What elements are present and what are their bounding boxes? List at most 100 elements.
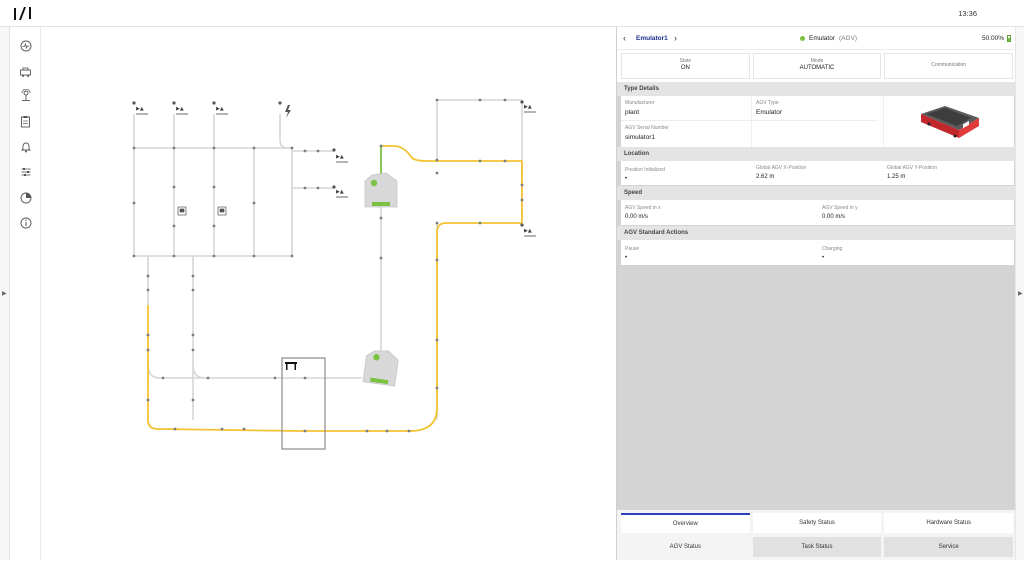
battery-level: 50.00% [982, 35, 1011, 42]
mode-label: Mode [810, 58, 824, 64]
panel-header: ‹ Emulator1 › Emulator (AGV) 50.00% [617, 27, 1017, 50]
speed-section: AGV Speed in x 0.00 m/s AGV Speed in y 0… [621, 200, 1014, 225]
manufacturer-label: Manufacturer [625, 100, 655, 106]
activity-icon[interactable] [19, 39, 32, 52]
agv-name: Emulator1 [636, 35, 668, 42]
gate-icon [285, 362, 297, 370]
agv-detail-panel: ‹ Emulator1 › Emulator (AGV) 50.00% Stat… [616, 27, 1017, 560]
charging-field: Charging • [822, 246, 842, 261]
pause-field: Pause • [625, 246, 639, 261]
robot-station-icon [177, 206, 227, 216]
info-icon[interactable] [19, 216, 32, 229]
svg-text:▶▲: ▶▲ [136, 106, 144, 112]
pause-label: Pause [625, 246, 640, 252]
mode-cell: Mode AUTOMATIC [752, 53, 882, 79]
agv-type-value: Emulator [756, 109, 783, 116]
tab-service[interactable]: Service [884, 537, 1014, 557]
x-position-label: Global AGV X-Position [756, 165, 807, 171]
manufacturer-field: Manufacturer plant [625, 100, 654, 116]
y-position-value: 1.25 m [887, 174, 906, 180]
pause-value: • [625, 255, 628, 261]
speed-y-label: AGV Speed in y [822, 205, 858, 211]
section-tabs: AGV Status Task Status Service [617, 537, 1017, 557]
clipboard-icon[interactable] [19, 115, 32, 128]
serial-value: simulator1 [625, 134, 655, 141]
speed-x-field: AGV Speed in x 0.00 m/s [625, 205, 661, 220]
position-initialized-field: Position Initialized • [625, 167, 665, 182]
zone-rectangle [281, 357, 326, 450]
bottom-tab-area: Overview Safety Status Hardware Status A… [617, 510, 1017, 560]
location-title: Location [617, 147, 1017, 161]
type-details-title: Type Details [617, 82, 1017, 96]
agv-secondary-icon [362, 350, 399, 387]
agv-type-label: AGV Type [756, 100, 779, 106]
agv-type-field: AGV Type Emulator [756, 100, 782, 116]
bell-icon[interactable] [19, 140, 32, 153]
svg-text:▶▲: ▶▲ [524, 104, 532, 110]
serial-field: AGV Serial Number simulator1 [625, 125, 669, 141]
standard-actions-section: Pause • Charging • [621, 240, 1014, 265]
agv-emulator1-icon [364, 172, 398, 208]
position-initialized-label: Position Initialized [625, 167, 666, 173]
clock: 13:36 [958, 9, 977, 18]
position-initialized-value: • [625, 176, 628, 182]
speed-x-value: 0.00 m/s [625, 214, 649, 220]
speed-title: Speed [617, 186, 1017, 200]
communication-label: Communication [931, 62, 967, 68]
x-position-value: 2.62 m [756, 174, 775, 180]
x-position-field: Global AGV X-Position 2.62 m [756, 165, 806, 180]
standard-actions-title: AGV Standard Actions [617, 226, 1017, 240]
svg-text:▶▲: ▶▲ [524, 228, 532, 234]
status-type: (AGV) [839, 35, 858, 42]
status-cells: State ON Mode AUTOMATIC Communication [617, 50, 1017, 82]
svg-text:▶▲: ▶▲ [336, 154, 344, 160]
tab-safety-status[interactable]: Safety Status [752, 513, 882, 533]
tab-task-status[interactable]: Task Status [752, 537, 882, 557]
app-logo-icon [14, 7, 31, 20]
next-agv-icon[interactable]: › [674, 33, 677, 43]
tab-agv-status[interactable]: AGV Status [621, 537, 750, 557]
map-tower-icon[interactable] [19, 89, 32, 102]
station-markers [132, 100, 524, 227]
tab-hardware-status[interactable]: Hardware Status [884, 513, 1014, 533]
y-position-field: Global AGV Y-Position 1.25 m [887, 165, 937, 180]
speed-y-field: AGV Speed in y 0.00 m/s [822, 205, 858, 220]
sliders-icon[interactable] [19, 165, 32, 178]
charging-station-icon [285, 105, 291, 118]
right-edge-strip: ▶ [1015, 27, 1024, 560]
svg-text:▶▲: ▶▲ [336, 189, 344, 195]
expand-right-icon[interactable]: ▶ [1018, 291, 1023, 297]
charging-value: • [822, 255, 825, 261]
state-cell: State ON [621, 53, 750, 79]
charging-label: Charging [822, 246, 843, 252]
tab-overview[interactable]: Overview [621, 513, 750, 533]
state-value: ON [680, 65, 690, 71]
vehicle-icon[interactable] [19, 65, 32, 78]
pie-chart-icon[interactable] [19, 191, 32, 204]
left-edge-strip: ▶ [0, 27, 10, 560]
status-tabs: Overview Safety Status Hardware Status [617, 513, 1017, 533]
manufacturer-value: plant [625, 109, 640, 116]
battery-icon [1007, 35, 1011, 42]
y-position-label: Global AGV Y-Position [887, 165, 937, 171]
agv-model-image [921, 106, 979, 138]
type-details-section: Manufacturer plant AGV Type Emulator AGV… [621, 96, 1014, 147]
status-name: Emulator [809, 35, 836, 42]
sidebar [10, 27, 41, 560]
serial-label: AGV Serial Number [625, 125, 669, 131]
mode-value: AUTOMATIC [799, 65, 835, 71]
battery-percent: 50.00% [981, 35, 1004, 42]
online-status-icon [800, 36, 805, 41]
previous-agv-icon[interactable]: ‹ [623, 33, 626, 43]
state-label: State [679, 58, 692, 64]
agv-status: Emulator (AGV) [800, 35, 857, 42]
svg-text:▶▲: ▶▲ [176, 106, 184, 112]
map-canvas[interactable]: ▶▲ ▶▲ ▶▲ ▶▲ ▶▲ ▶▲ ▶▲ [41, 27, 615, 560]
svg-text:▶▲: ▶▲ [216, 106, 224, 112]
location-section: Position Initialized • Global AGV X-Posi… [621, 161, 1014, 185]
top-bar: 13:36 [0, 0, 1024, 27]
communication-cell: Communication [884, 53, 1014, 79]
expand-left-icon[interactable]: ▶ [2, 291, 7, 297]
agv-map[interactable]: ▶▲ ▶▲ ▶▲ ▶▲ ▶▲ ▶▲ ▶▲ [41, 27, 615, 560]
speed-y-value: 0.00 m/s [822, 214, 846, 220]
